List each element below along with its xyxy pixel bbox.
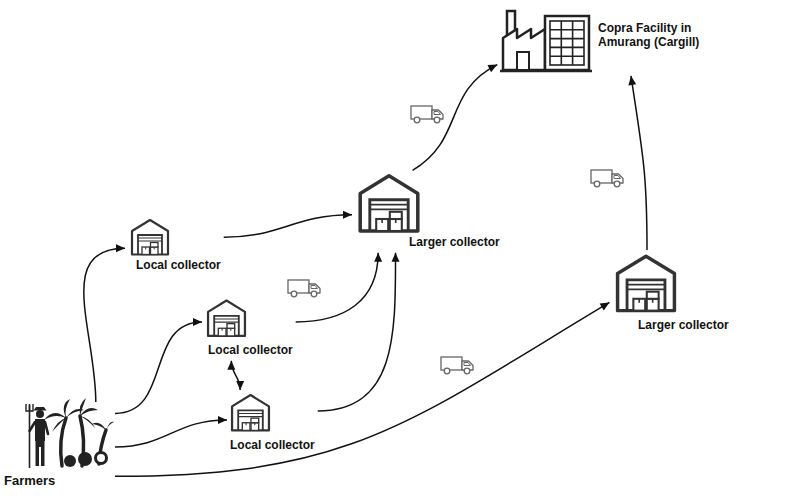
farmer-figure	[26, 404, 48, 468]
arrow-head	[116, 244, 125, 252]
farmers-illustration	[26, 398, 114, 468]
flow-line	[115, 302, 609, 476]
palm-fronds	[80, 408, 98, 416]
farmer-figure	[26, 404, 33, 411]
farmer-figure	[29, 405, 31, 468]
flow-arrow	[115, 416, 227, 447]
farmers-node: Farmers	[4, 405, 112, 489]
flow-arrow	[628, 76, 647, 250]
icon-space	[613, 253, 681, 313]
arrow-head	[487, 65, 497, 73]
node-label: Farmers	[4, 474, 55, 489]
flow-arrow	[413, 65, 498, 171]
node-label: Larger collector	[409, 236, 500, 250]
flow-line	[318, 253, 396, 411]
arrow-head	[227, 361, 235, 370]
flow-arrow	[224, 211, 352, 237]
arrow-head	[193, 318, 202, 326]
factory-hall	[503, 29, 545, 70]
truck-icon	[441, 357, 473, 374]
warehouse-icon	[618, 256, 675, 310]
warehouse-icon	[132, 220, 168, 255]
arrow-head	[374, 253, 382, 262]
palm-fronds	[80, 416, 95, 428]
warehouse-icon	[232, 395, 269, 430]
palm-fronds	[92, 423, 106, 430]
flow-arrow	[84, 244, 125, 402]
factory-windows	[550, 21, 584, 65]
farmer-figure	[36, 440, 45, 466]
coconuts	[78, 452, 92, 466]
flow-line	[413, 65, 498, 171]
node-label: Local collector	[136, 259, 221, 273]
coconuts	[94, 451, 108, 465]
flow-line	[115, 322, 202, 413]
factory-icon	[500, 11, 592, 71]
arrow-head	[343, 211, 352, 219]
flow-line	[84, 248, 125, 402]
icon-space	[130, 218, 172, 256]
farmer-figure	[36, 410, 44, 418]
factory-node: Copra Facility in Amurang (Cargill)	[500, 8, 714, 73]
arrow-head	[628, 76, 636, 85]
flow-line	[296, 253, 378, 322]
local-collector-node: Local collector	[128, 218, 221, 273]
icon-space	[230, 393, 272, 433]
ground-line	[500, 70, 592, 73]
arrow-head	[236, 381, 244, 390]
arrow-head	[392, 253, 400, 262]
warehouse-icon	[208, 301, 245, 336]
larger-collector-node: Larger collector	[355, 172, 500, 250]
coconuts	[64, 451, 108, 467]
factory-tower	[545, 16, 589, 70]
truck-icon	[591, 170, 623, 187]
icon-space	[357, 172, 423, 234]
farmer-figure	[35, 419, 45, 441]
node-label: Local collector	[230, 439, 315, 453]
flow-line	[224, 215, 352, 237]
flow-line	[115, 420, 227, 447]
arrow-head	[218, 416, 227, 424]
truck-icon	[411, 106, 443, 123]
node-label: Larger collector	[638, 319, 729, 333]
farmer-figure	[34, 407, 47, 411]
larger-collector-node: Larger collector	[612, 253, 729, 333]
factory-door	[517, 52, 529, 70]
flow-arrow	[318, 253, 400, 411]
icon-space	[206, 298, 248, 340]
local-collector-node: Local collector	[230, 393, 315, 453]
node-label: Local collector	[208, 344, 293, 358]
palm-fronds	[44, 398, 114, 432]
flow-arrow	[115, 318, 202, 413]
icon-space	[500, 8, 592, 73]
icon-space	[28, 405, 112, 468]
palm-fronds	[80, 398, 86, 416]
local-collector-node: Local collector	[205, 298, 293, 358]
warehouse-icon	[360, 176, 418, 231]
factory-windows	[550, 21, 584, 65]
palm-fronds	[44, 413, 66, 420]
flow-arrow	[227, 361, 244, 390]
flow-arrow	[296, 253, 382, 322]
truck-icon	[288, 280, 320, 297]
farmer-figure	[30, 422, 36, 431]
flow-arrow	[115, 302, 609, 476]
factory-windows	[550, 21, 584, 65]
palm-fronds	[106, 422, 114, 430]
palm-fronds	[52, 418, 66, 432]
node-label: Copra Facility in Amurang (Cargill)	[598, 22, 714, 50]
flow-line	[631, 76, 647, 250]
coconuts	[97, 454, 105, 462]
arrow-head	[600, 302, 610, 310]
coconuts	[64, 455, 76, 467]
palm-trunks	[61, 416, 106, 466]
farmer-figure	[45, 422, 48, 434]
